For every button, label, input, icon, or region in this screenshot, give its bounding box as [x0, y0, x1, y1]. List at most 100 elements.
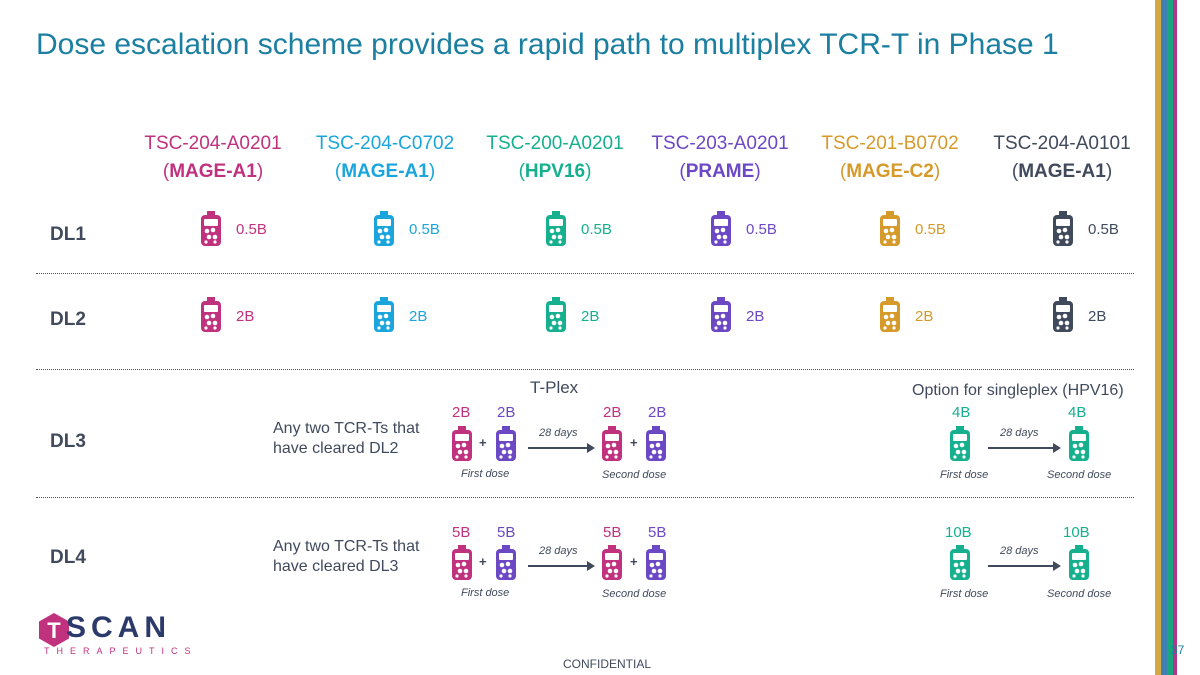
dose-value: 0.5B — [1088, 221, 1119, 238]
column-id: TSC-200-A0201 — [486, 133, 624, 154]
column-id: TSC-203-A0201 — [651, 133, 789, 154]
dose-level-label-dl4: DL4 — [50, 547, 86, 568]
column-header-2: TSC-204-C0702 (MAGE-A1) — [300, 130, 470, 186]
infusion-bag-icon — [371, 296, 397, 334]
infusion-bag-icon — [599, 544, 625, 582]
infusion-bag-icon — [449, 425, 475, 463]
dose-value: 5B — [497, 524, 516, 541]
plus-sign: + — [479, 435, 487, 450]
dose-value: 2B — [236, 308, 255, 325]
first-dose-label: First dose — [461, 468, 510, 480]
arrow-right-icon — [988, 443, 1061, 453]
dose-value: 10B — [945, 524, 972, 541]
infusion-bag-icon — [543, 210, 569, 248]
company-logo-word: SCAN — [66, 611, 172, 644]
interval-label: 28 days — [1000, 427, 1039, 439]
company-logo-icon: T — [39, 613, 69, 647]
second-dose-label: Second dose — [602, 469, 667, 481]
page-number: 37 — [1171, 643, 1185, 657]
infusion-bag-icon — [198, 296, 224, 334]
dose-value: 5B — [452, 524, 471, 541]
decor-bar-blue — [1161, 0, 1167, 675]
company-logo-subtitle: THERAPEUTICS — [44, 646, 198, 656]
dose-value: 2B — [603, 404, 622, 421]
column-id: TSC-204-A0101 — [993, 133, 1131, 154]
column-gene: HPV16 — [524, 161, 586, 182]
svg-text:T: T — [47, 618, 61, 643]
infusion-bag-icon — [449, 544, 475, 582]
infusion-bag-icon — [493, 544, 519, 582]
column-gene: MAGE-C2 — [846, 161, 934, 182]
dose-level-label-dl3: DL3 — [50, 431, 86, 452]
column-gene: PRAME — [685, 161, 755, 182]
dose-value: 4B — [1068, 404, 1087, 421]
dl4-note: Any two TCR-Ts that have cleared DL3 — [273, 538, 420, 575]
interval-label: 28 days — [1000, 545, 1039, 557]
dl3-note: Any two TCR-Ts that have cleared DL2 — [273, 420, 420, 457]
column-header-5: TSC-201-B0702 (MAGE-C2) — [805, 130, 975, 186]
column-header-4: TSC-203-A0201 (PRAME) — [635, 130, 805, 186]
dose-value: 2B — [648, 404, 667, 421]
column-header-1: TSC-204-A0201 (MAGE-A1) — [128, 130, 298, 186]
dose-value: 5B — [648, 524, 667, 541]
dose-value: 2B — [409, 308, 428, 325]
infusion-bag-icon — [371, 210, 397, 248]
dose-value: 0.5B — [581, 221, 612, 238]
second-dose-label: Second dose — [1047, 588, 1112, 600]
dose-value: 2B — [915, 308, 934, 325]
row-divider — [36, 273, 1134, 274]
infusion-bag-icon — [543, 296, 569, 334]
column-id: TSC-204-C0702 — [315, 133, 455, 154]
infusion-bag-icon — [1050, 296, 1076, 334]
infusion-bag-icon — [1050, 210, 1076, 248]
dose-level-label-dl2: DL2 — [50, 309, 86, 330]
dose-value: 0.5B — [236, 221, 267, 238]
dose-value: 0.5B — [915, 221, 946, 238]
interval-label: 28 days — [539, 427, 578, 439]
infusion-bag-icon — [947, 544, 973, 582]
infusion-bag-icon — [643, 425, 669, 463]
infusion-bag-icon — [877, 210, 903, 248]
page-title: Dose escalation scheme provides a rapid … — [36, 28, 1059, 61]
infusion-bag-icon — [708, 210, 734, 248]
tplex-label: T-Plex — [530, 378, 579, 397]
infusion-bag-icon — [643, 544, 669, 582]
arrow-right-icon — [988, 561, 1061, 571]
infusion-bag-icon — [877, 296, 903, 334]
plus-sign: + — [630, 554, 638, 569]
singleplex-label: Option for singleplex (HPV16) — [912, 382, 1124, 399]
second-dose-label: Second dose — [602, 588, 667, 600]
column-gene: MAGE-A1 — [341, 161, 429, 182]
dose-value: 2B — [746, 308, 765, 325]
dose-value: 4B — [952, 404, 971, 421]
infusion-bag-icon — [1066, 425, 1092, 463]
column-header-3: TSC-200-A0201 (HPV16) — [470, 130, 640, 186]
decor-bar-magenta — [1173, 0, 1177, 675]
dose-value: 5B — [603, 524, 622, 541]
row-divider — [36, 497, 1134, 498]
infusion-bag-icon — [198, 210, 224, 248]
dose-value: 0.5B — [409, 221, 440, 238]
dose-value: 2B — [452, 404, 471, 421]
first-dose-label: First dose — [461, 587, 510, 599]
decor-bar-blank — [1177, 0, 1200, 675]
interval-label: 28 days — [539, 545, 578, 557]
first-dose-label: First dose — [940, 588, 989, 600]
infusion-bag-icon — [493, 425, 519, 463]
dose-value: 2B — [497, 404, 516, 421]
infusion-bag-icon — [1066, 544, 1092, 582]
column-header-6: TSC-204-A0101 (MAGE-A1) — [977, 130, 1147, 186]
infusion-bag-icon — [599, 425, 625, 463]
plus-sign: + — [479, 554, 487, 569]
column-id: TSC-204-A0201 — [144, 133, 282, 154]
column-gene: MAGE-A1 — [169, 161, 257, 182]
dose-level-label-dl1: DL1 — [50, 224, 86, 245]
dose-value: 10B — [1063, 524, 1090, 541]
column-id: TSC-201-B0702 — [821, 133, 959, 154]
arrow-right-icon — [528, 443, 595, 453]
row-divider — [36, 369, 1134, 370]
column-gene: MAGE-A1 — [1018, 161, 1106, 182]
plus-sign: + — [630, 435, 638, 450]
arrow-right-icon — [528, 561, 595, 571]
dose-value: 2B — [581, 308, 600, 325]
